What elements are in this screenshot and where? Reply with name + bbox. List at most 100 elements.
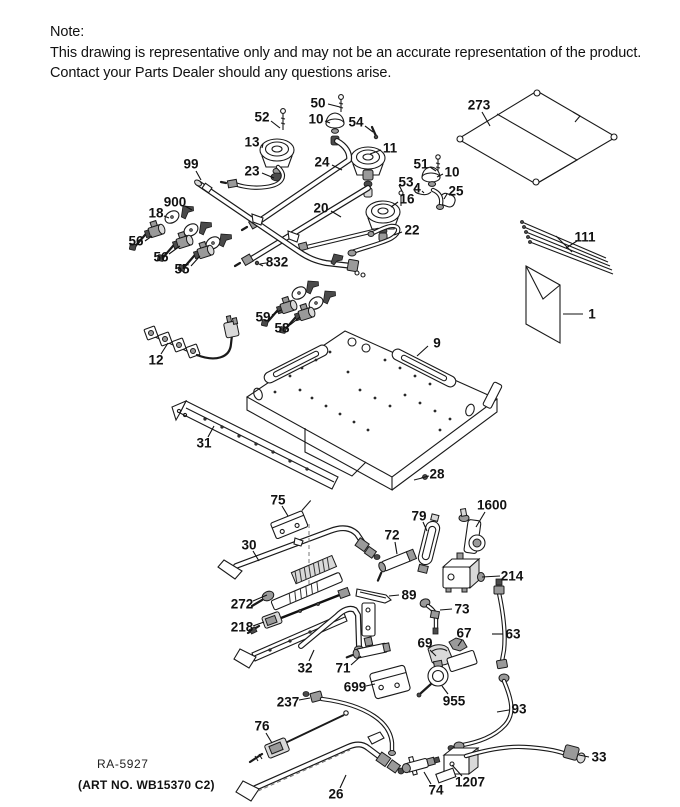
leader-line-50: [327, 103, 341, 108]
leader-line-73: [439, 608, 453, 611]
rivet-dots: [273, 350, 452, 432]
leader-line-10: [436, 173, 444, 178]
leader-line-32: [308, 649, 315, 662]
part-label-1600: 1600: [477, 498, 507, 513]
leader-line-900: [184, 205, 193, 211]
leader-line-24: [331, 164, 343, 171]
tube-16-venturi: [297, 227, 381, 252]
part-label-832: 832: [266, 255, 289, 270]
fitting-71: [345, 636, 391, 659]
leader-line-214: [481, 575, 501, 578]
envelope-1: [525, 265, 561, 344]
loop-bracket-79: [417, 513, 441, 574]
part-label-214: 214: [501, 569, 524, 584]
screw-832: [254, 260, 264, 267]
part-label-699: 699: [344, 680, 367, 695]
part-label-63: 63: [505, 627, 521, 642]
leader-line-30: [252, 550, 260, 562]
leader-line-272: [252, 594, 268, 602]
valve-1600: [458, 507, 486, 554]
valve-59: [261, 295, 298, 327]
valves-group: [129, 205, 336, 334]
burner-11: [350, 146, 386, 198]
part-label-111: 111: [574, 230, 596, 245]
leader-line-1207: [451, 764, 463, 777]
screw-50: [338, 94, 344, 112]
art-number: (ART NO. WB15370 C2): [78, 778, 215, 792]
igniter-218: [246, 586, 351, 635]
part-label-72: 72: [384, 528, 399, 543]
part-label-955: 955: [443, 694, 466, 709]
valve-56-a: [129, 219, 166, 251]
tube-93: [447, 673, 514, 751]
regulator-214: [441, 552, 485, 593]
part-label-218: 218: [231, 620, 254, 635]
panel-273: [456, 89, 618, 186]
part-label-9: 9: [433, 336, 441, 351]
part-label-25: 25: [448, 184, 464, 199]
drawing-number: RA-5927: [97, 757, 149, 771]
leader-line-52: [270, 120, 281, 129]
fitting-74: [401, 755, 441, 776]
note-line-2: Contact your Parts Dealer should any que…: [50, 65, 392, 81]
bracket-89: [355, 588, 392, 604]
part-label-272: 272: [231, 597, 254, 612]
part-label-33: 33: [591, 750, 607, 765]
screw-51: [435, 154, 441, 172]
leader-line-20: [330, 210, 342, 218]
part-label-1: 1: [588, 307, 596, 322]
leader-line-9: [416, 345, 429, 357]
part-label-18: 18: [148, 206, 164, 221]
part-label-56: 56: [153, 250, 169, 265]
part-label-55: 55: [174, 262, 190, 277]
burner-cap-10-right: [421, 166, 441, 187]
leader-line-79: [422, 521, 428, 532]
manifold-pipe-99: [194, 179, 366, 278]
igniter-73: [419, 598, 441, 635]
igniter-76: [248, 710, 349, 764]
leader-line-76: [265, 732, 273, 744]
part-label-13: 13: [244, 135, 260, 150]
leader-line-28: [420, 475, 430, 479]
part-label-237: 237: [277, 695, 300, 710]
leader-line-89: [388, 594, 400, 597]
leader-line-74: [423, 771, 432, 785]
tube-33: [463, 744, 586, 764]
leader-line-67: [457, 639, 463, 647]
part-label-273: 273: [468, 98, 491, 113]
leader-line-111: [565, 240, 578, 249]
note: Note: This drawing is representative onl…: [50, 22, 641, 84]
tube-63: [493, 578, 508, 670]
leader-line-56: [168, 245, 181, 255]
part-label-32: 32: [297, 661, 312, 676]
leader-line-69: [429, 649, 437, 657]
part-label-1207: 1207: [455, 775, 485, 790]
leader-line-25: [443, 193, 448, 200]
leader-line-22: [393, 231, 403, 236]
leader-line-59: [271, 309, 282, 316]
valve-55: [178, 240, 215, 272]
part-label-23: 23: [244, 164, 260, 179]
part-label-56: 56: [128, 234, 144, 249]
leader-line-72: [394, 541, 398, 555]
note-line-1: This drawing is representative only and …: [50, 44, 642, 61]
leader-line-273: [481, 111, 491, 127]
part-label-51: 51: [413, 157, 429, 172]
part-label-16: 16: [399, 192, 415, 207]
elbow-25: [430, 187, 456, 210]
leader-line-11: [369, 149, 382, 155]
igniter-rail-272: [250, 524, 343, 611]
part-label-12: 12: [148, 353, 163, 368]
valve-56-b: [157, 230, 194, 262]
part-label-59: 59: [255, 310, 270, 325]
leader-line-53: [398, 184, 403, 192]
part-label-93: 93: [511, 702, 527, 717]
leader-line-10: [324, 120, 331, 124]
leader-line-31: [207, 425, 215, 438]
leader-line-12: [160, 342, 169, 355]
part-label-24: 24: [314, 155, 330, 170]
leader-line-832: [259, 262, 267, 265]
part-label-75: 75: [270, 493, 286, 508]
leader-line-218: [252, 621, 265, 627]
